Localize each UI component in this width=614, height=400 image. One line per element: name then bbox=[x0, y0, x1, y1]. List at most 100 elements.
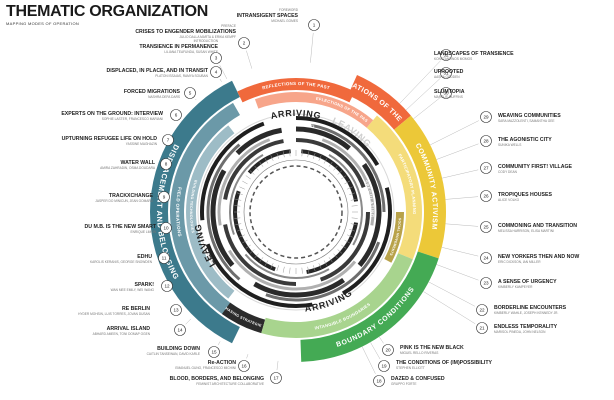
item-node[interactable] bbox=[476, 304, 488, 316]
item-title[interactable]: A SENSE OF URGENCY bbox=[498, 279, 557, 285]
item-node[interactable] bbox=[440, 49, 452, 61]
ring-tick bbox=[313, 265, 316, 272]
item-connector bbox=[442, 169, 479, 179]
item-title[interactable]: SLUMTOPIA bbox=[434, 89, 465, 95]
item-title[interactable]: CRISES TO ENGENDER MOBILIZATIONS bbox=[135, 29, 236, 35]
item-number: 29 bbox=[483, 115, 489, 120]
ring-tick bbox=[337, 249, 343, 254]
item-title[interactable]: Re-ACTION bbox=[208, 360, 236, 366]
item-title[interactable]: DU M.B. IS THE NEW SMART bbox=[85, 224, 157, 230]
ring-tick bbox=[235, 198, 242, 201]
timeline-ring-4-segment bbox=[223, 224, 297, 286]
item-author: JULIO DALLA MARTA & ERIKA KEMPF bbox=[179, 35, 236, 39]
item-node[interactable] bbox=[174, 324, 186, 336]
item-title[interactable]: BLOOD, BORDERS, AND BELONGING bbox=[170, 376, 264, 382]
item-title[interactable]: THE AGONISTIC CITY bbox=[498, 137, 552, 143]
item-node[interactable] bbox=[382, 344, 394, 356]
item-title[interactable]: THE CONDITIONS OF (IM)POSSIBILITY bbox=[396, 360, 493, 366]
item-title[interactable]: INTRANSIGENT SPACES bbox=[237, 13, 299, 19]
item-title[interactable]: ARRIVAL ISLAND bbox=[107, 326, 151, 332]
item-node[interactable] bbox=[440, 87, 452, 99]
timeline-ring-0-segment bbox=[295, 116, 380, 167]
item-node[interactable] bbox=[210, 52, 222, 64]
item-title[interactable]: TRANSIENCE IN PERMANENCE bbox=[139, 44, 218, 50]
item-node[interactable] bbox=[480, 162, 492, 174]
item-title[interactable]: RE BERLIN bbox=[122, 306, 150, 312]
item-node[interactable] bbox=[270, 372, 282, 384]
item-title[interactable]: ENDLESS TEMPORALITY bbox=[494, 324, 558, 330]
item-node[interactable] bbox=[480, 111, 492, 123]
timeline-ring-5-segment bbox=[328, 153, 363, 246]
item-connector bbox=[219, 78, 222, 82]
item-title[interactable]: COMMONING AND TRANSITION bbox=[498, 223, 577, 229]
item-node[interactable] bbox=[308, 19, 320, 31]
item-node[interactable] bbox=[170, 109, 182, 121]
ring-tick bbox=[270, 263, 274, 269]
item-title[interactable]: LANDSCAPES OF TRANSIENCE bbox=[434, 51, 514, 57]
item-title[interactable]: NEW YORKERS THEN AND NOW bbox=[498, 254, 579, 260]
ring-tick bbox=[254, 165, 259, 171]
timeline-ring-2-segment bbox=[235, 127, 283, 156]
item-node[interactable] bbox=[480, 221, 492, 233]
ring-tick bbox=[350, 198, 357, 201]
item-author: CODY DEAN bbox=[498, 170, 518, 174]
item-node[interactable] bbox=[208, 346, 220, 358]
item-author: FEMINIST ARCHITECTURE COLLABORATIVE bbox=[196, 382, 264, 386]
item-author: GRUPPO FORTE bbox=[391, 382, 416, 386]
item-number: 10 bbox=[163, 226, 169, 231]
item-node[interactable] bbox=[480, 252, 492, 264]
ring-tick bbox=[282, 266, 285, 273]
item-title[interactable]: TRACKXCHANGE bbox=[109, 193, 154, 199]
item-node[interactable] bbox=[170, 304, 182, 316]
item-node[interactable] bbox=[160, 222, 172, 234]
item-title[interactable]: WEAVING COMMUNITIES bbox=[498, 113, 561, 119]
item-title[interactable]: TROPIQUES HOUSES bbox=[498, 192, 552, 198]
item-title[interactable]: EXPERTS ON THE GROUND: INTERVIEW bbox=[61, 111, 163, 117]
item-node[interactable] bbox=[210, 66, 222, 78]
ring-tick bbox=[318, 263, 322, 269]
item-number: 15 bbox=[211, 350, 217, 355]
item-title[interactable]: BUILDING DOWN bbox=[157, 346, 200, 352]
item-node[interactable] bbox=[158, 191, 170, 203]
ring-core bbox=[243, 159, 349, 265]
item-node[interactable] bbox=[161, 280, 173, 292]
item-title[interactable]: DAZED & CONFUSED bbox=[391, 376, 445, 382]
theme-bands bbox=[150, 74, 447, 362]
item-node[interactable] bbox=[160, 158, 172, 170]
item-node[interactable] bbox=[238, 37, 250, 49]
item-node[interactable] bbox=[480, 277, 492, 289]
band-displacement bbox=[150, 80, 240, 344]
item-author: CAITLIN TANSEWAN, DAVID KARLE bbox=[147, 352, 200, 356]
item-node[interactable] bbox=[162, 134, 174, 146]
item-title[interactable]: UPTURNING REFUGEE LIFE ON HOLD bbox=[62, 136, 158, 142]
item-title[interactable]: COMMUNITY FIRST! VILLAGE bbox=[498, 164, 573, 170]
ring-word-0: ARRIVING bbox=[270, 108, 323, 121]
ring-tick bbox=[307, 266, 310, 273]
item-author: ALICE VOLKO bbox=[498, 198, 520, 202]
item-title[interactable]: FORCED MIGRATIONS bbox=[124, 89, 181, 95]
item-title[interactable]: WATER WALL bbox=[121, 160, 156, 166]
item-number: 30 bbox=[443, 91, 449, 96]
item-connector bbox=[413, 97, 440, 119]
item-node[interactable] bbox=[378, 360, 390, 372]
ring-tick bbox=[328, 257, 333, 263]
item-title[interactable]: DISPLACED, IN PLACE, AND IN TRANSIT bbox=[106, 68, 208, 74]
item-title[interactable]: PINK IS THE NEW BLACK bbox=[400, 345, 464, 351]
item-node[interactable] bbox=[440, 67, 452, 79]
ring-tick bbox=[242, 239, 248, 244]
item-title[interactable]: BORDERLINE ENCOUNTERS bbox=[494, 305, 567, 311]
item-node[interactable] bbox=[480, 135, 492, 147]
item-number: 25 bbox=[483, 225, 489, 230]
item-node[interactable] bbox=[158, 252, 170, 264]
item-title[interactable]: UPROOTED bbox=[434, 69, 464, 75]
band-phasing-strategies bbox=[221, 302, 266, 334]
item-node[interactable] bbox=[238, 360, 250, 372]
item-node[interactable] bbox=[373, 375, 385, 387]
item-node[interactable] bbox=[480, 190, 492, 202]
item-node[interactable] bbox=[476, 322, 488, 334]
ring-tick bbox=[259, 257, 264, 263]
ring-tick bbox=[333, 165, 338, 171]
item-title[interactable]: SPARK! bbox=[134, 282, 154, 288]
item-node[interactable] bbox=[184, 87, 196, 99]
item-title[interactable]: EDHU bbox=[137, 254, 152, 260]
